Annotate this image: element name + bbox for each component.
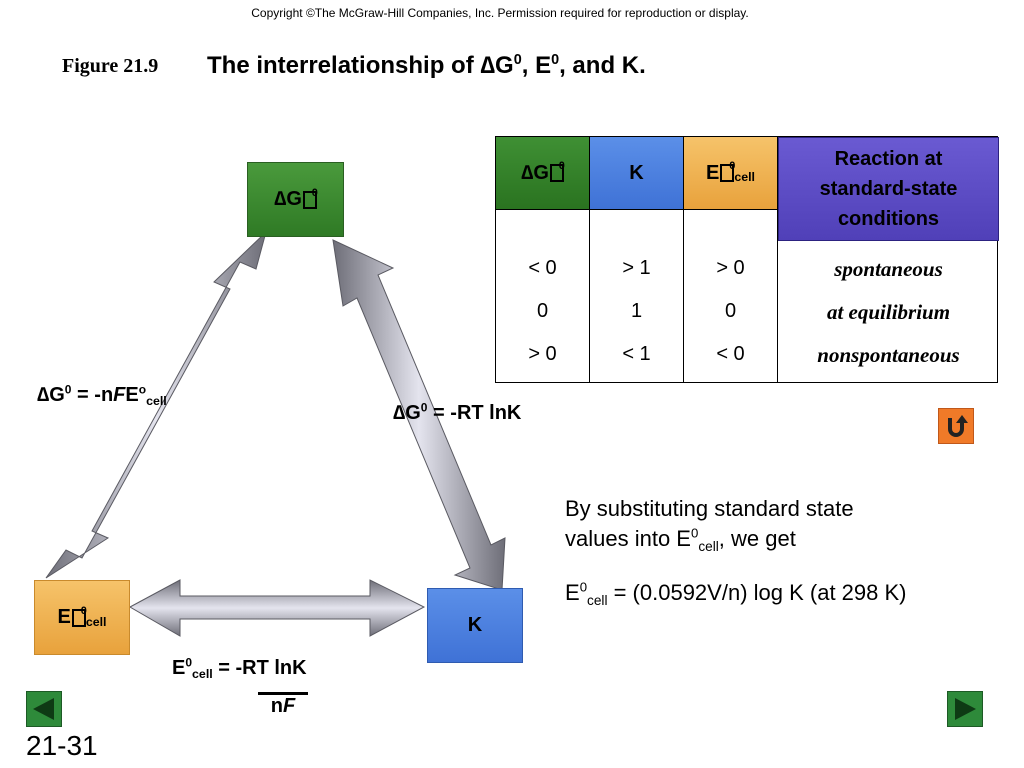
nernst-equation: E0cell = (0.0592V/n) log K (at 298 K) xyxy=(565,579,907,608)
table-header-k: K xyxy=(590,137,683,210)
arrow-dg-e xyxy=(45,230,267,579)
arrow-e-k xyxy=(128,579,426,637)
placeholder-box-icon: 0 xyxy=(71,605,87,627)
placeholder-box-icon: 0 xyxy=(549,160,565,182)
table-cell: > 1 xyxy=(622,257,651,279)
placeholder-box-icon: 0 xyxy=(720,160,735,182)
table-cell: 0 xyxy=(536,300,549,322)
copyright-notice: Copyright ©The McGraw-Hill Companies, In… xyxy=(251,6,749,20)
equation-dg-e: ∆G0 = -nFEocell xyxy=(37,382,167,409)
equation-dg-k: ∆G0 = -RT lnK xyxy=(393,400,522,424)
equation-numerator: -RT lnK xyxy=(235,657,307,679)
node-k: K xyxy=(427,588,523,663)
table-cell: spontaneous xyxy=(834,257,943,281)
table-column-k: K > 1 1 < 1 xyxy=(590,137,684,382)
previous-slide-button[interactable] xyxy=(26,691,62,727)
table-cell: < 0 xyxy=(528,257,557,279)
left-triangle-icon xyxy=(33,698,54,720)
equation-denominator: nF xyxy=(258,692,308,718)
placeholder-box-icon: 0 xyxy=(302,187,318,209)
table-cell: < 1 xyxy=(622,343,651,365)
table-cell: at equilibrium xyxy=(826,300,951,324)
table-cell: nonspontaneous xyxy=(817,343,960,367)
right-triangle-icon xyxy=(955,698,976,720)
table-cell: 1 xyxy=(630,300,643,322)
slide-number: 21-31 xyxy=(26,730,98,761)
undo-icon xyxy=(948,415,968,437)
table-cell: < 0 xyxy=(716,343,745,365)
table-cell: 0 xyxy=(724,300,737,322)
next-slide-button[interactable] xyxy=(947,691,983,727)
table-cell: > 0 xyxy=(716,257,745,279)
figure-label: Figure 21.9 xyxy=(62,55,159,77)
undo-button[interactable] xyxy=(938,408,974,444)
equation-e-k: E0cell = -RT lnK xyxy=(172,655,307,682)
figure-title: The interrelationship of ∆G0, E0, and K. xyxy=(207,52,646,79)
table-cell: > 0 xyxy=(528,343,557,365)
